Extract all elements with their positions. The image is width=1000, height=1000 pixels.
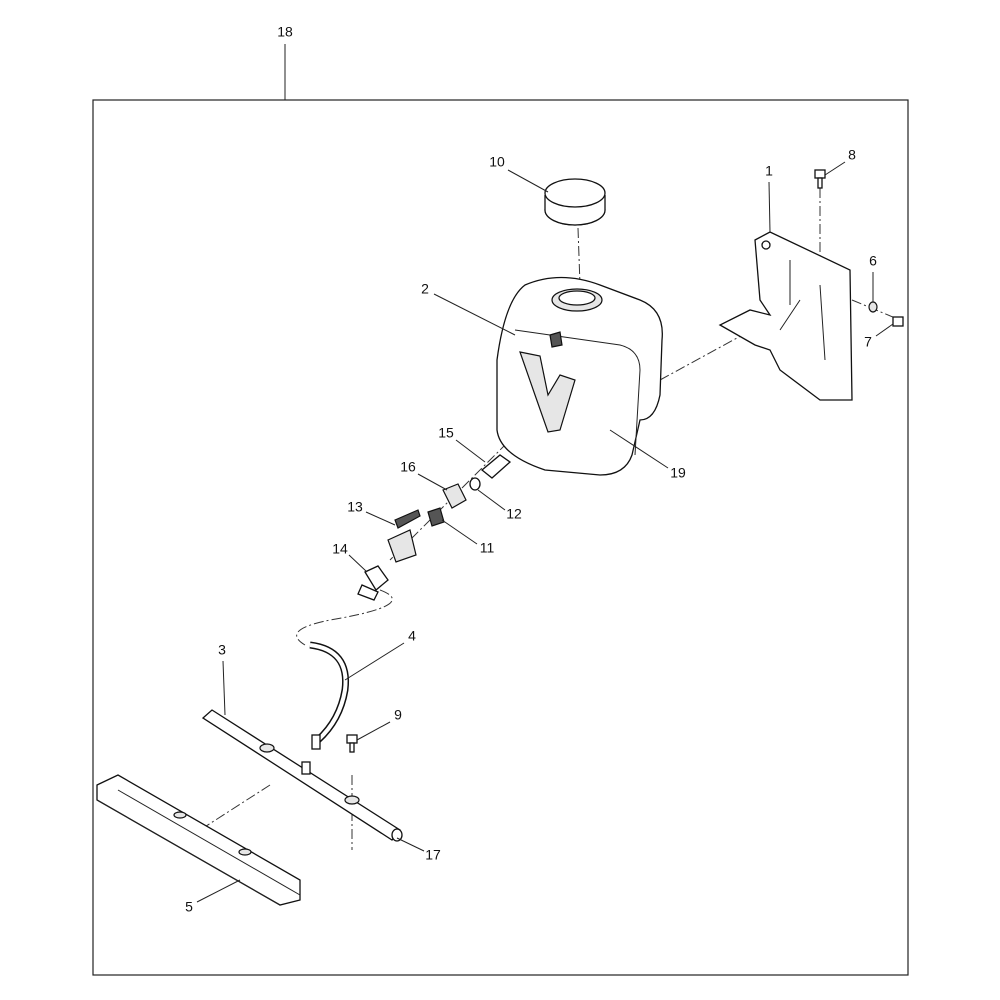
callout-1: 1 xyxy=(765,163,773,179)
callout-14: 14 xyxy=(332,541,348,557)
callout-7: 7 xyxy=(864,334,872,350)
callout-6: 6 xyxy=(869,253,877,269)
callout-12: 12 xyxy=(506,506,522,522)
callout-13: 13 xyxy=(347,499,363,515)
mounting-bracket xyxy=(718,231,853,401)
callout-16: 16 xyxy=(400,459,416,475)
channel-guard xyxy=(96,774,301,906)
spray-tube xyxy=(201,709,403,842)
callout-2: 2 xyxy=(421,281,429,297)
callout-3: 3 xyxy=(218,642,226,658)
callout-11: 11 xyxy=(480,540,495,556)
tank xyxy=(496,276,663,476)
tank-cap xyxy=(544,178,606,226)
callout-10: 10 xyxy=(489,154,505,170)
callout-8: 8 xyxy=(848,147,856,163)
assembly-frame xyxy=(92,99,909,976)
leader-lines xyxy=(196,161,894,903)
callout-15: 15 xyxy=(438,425,454,441)
callout-18: 18 xyxy=(277,24,293,40)
callout-4: 4 xyxy=(408,628,416,644)
callout-17: 17 xyxy=(425,847,441,863)
callout-5: 5 xyxy=(185,899,193,915)
fittings xyxy=(357,454,512,601)
callout-19: 19 xyxy=(670,465,686,481)
callout-9: 9 xyxy=(394,707,402,723)
hardware-top xyxy=(814,169,904,327)
callout-labels: 18 1 8 10 2 6 7 19 15 16 12 13 11 14 4 3… xyxy=(185,24,877,915)
hose xyxy=(309,641,350,750)
